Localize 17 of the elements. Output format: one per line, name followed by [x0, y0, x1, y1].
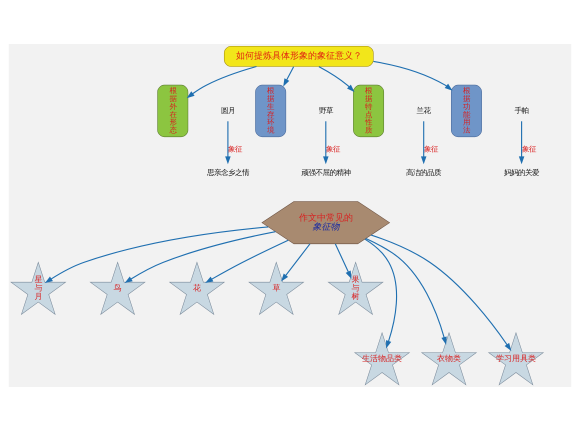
arrow — [283, 66, 294, 87]
arrow — [334, 244, 352, 279]
arrow — [373, 60, 453, 91]
arrow — [323, 121, 329, 164]
node-box: 如何提炼具体形象的象征意义？ — [224, 46, 374, 67]
arrow — [44, 226, 268, 284]
arrow — [225, 121, 231, 164]
arrow — [420, 121, 426, 164]
arrow — [124, 231, 276, 284]
arrow — [518, 121, 524, 164]
arrow — [281, 243, 310, 282]
arrow — [186, 66, 257, 98]
arrow — [205, 240, 288, 283]
arrow — [318, 66, 355, 92]
arrow — [366, 238, 447, 345]
arrow — [364, 238, 398, 348]
arrow — [370, 234, 512, 351]
